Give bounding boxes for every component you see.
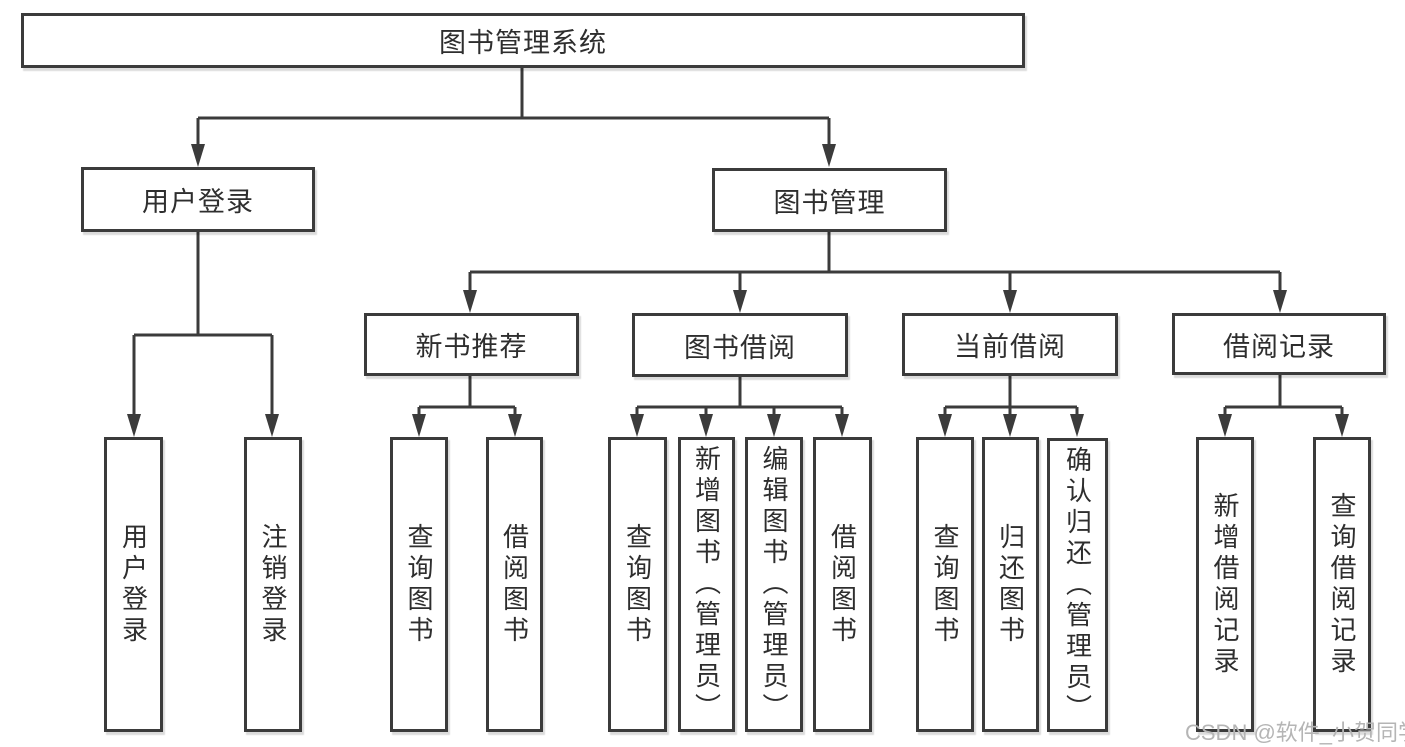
node-borrowing-records-label: 借阅记录: [1223, 331, 1335, 362]
leaf-add-borrow-record: 新增借阅记录: [1196, 437, 1254, 732]
leaf-query-books-borrowing-label: 查询图书: [622, 522, 653, 647]
node-new-book-recommend: 新书推荐: [364, 313, 579, 376]
node-book-management: 图书管理: [712, 168, 947, 232]
node-borrowing-records: 借阅记录: [1172, 313, 1386, 375]
leaf-add-books-admin-label: 新增图书（管理员）: [691, 445, 722, 724]
leaf-user-login: 用户登录: [104, 437, 163, 732]
leaf-return-books-label: 归还图书: [995, 522, 1026, 647]
csdn-watermark: CSDN @软件_小贺同学: [1185, 720, 1405, 745]
node-user-login: 用户登录: [81, 167, 315, 232]
leaf-edit-books-admin-label: 编辑图书（管理员）: [759, 445, 789, 724]
node-book-borrowing-label: 图书借阅: [684, 332, 796, 363]
leaf-confirm-return-admin: 确认归还（管理员）: [1047, 438, 1108, 732]
node-root-label: 图书管理系统: [439, 28, 607, 58]
leaf-query-books-recommend: 查询图书: [390, 437, 448, 732]
node-book-management-label: 图书管理: [773, 187, 886, 218]
leaf-user-login-label: 用户登录: [118, 522, 149, 647]
leaf-query-books-recommend-label: 查询图书: [404, 522, 434, 647]
leaf-borrow-books-recommend-label: 借阅图书: [499, 522, 530, 647]
leaf-logout-login-label: 注销登录: [258, 522, 288, 647]
leaf-logout-login: 注销登录: [244, 437, 302, 732]
leaf-query-books-borrowing: 查询图书: [608, 437, 667, 732]
leaf-edit-books-admin: 编辑图书（管理员）: [745, 437, 803, 732]
node-new-book-recommend-label: 新书推荐: [415, 332, 528, 362]
leaf-borrow-books-borrowing-label: 借阅图书: [827, 522, 858, 647]
node-current-borrowing-label: 当前借阅: [954, 332, 1066, 362]
leaf-confirm-return-admin-label: 确认归还（管理员）: [1062, 445, 1093, 725]
leaf-return-books: 归还图书: [982, 437, 1039, 732]
leaf-borrow-books-borrowing: 借阅图书: [813, 437, 872, 732]
node-current-borrowing: 当前借阅: [902, 313, 1118, 376]
node-book-borrowing: 图书借阅: [632, 313, 848, 377]
leaf-query-books-current: 查询图书: [916, 437, 974, 732]
leaf-query-borrow-record-label: 查询借阅记录: [1327, 491, 1357, 678]
leaf-query-books-current-label: 查询图书: [930, 522, 960, 647]
leaf-query-borrow-record: 查询借阅记录: [1313, 437, 1371, 732]
leaf-borrow-books-recommend: 借阅图书: [486, 437, 543, 732]
node-user-login-label: 用户登录: [142, 187, 254, 217]
arrowheads: [127, 144, 1349, 437]
leaf-add-books-admin: 新增图书（管理员）: [678, 437, 735, 732]
node-root: 图书管理系统: [21, 13, 1025, 68]
leaf-add-borrow-record-label: 新增借阅记录: [1210, 491, 1240, 678]
